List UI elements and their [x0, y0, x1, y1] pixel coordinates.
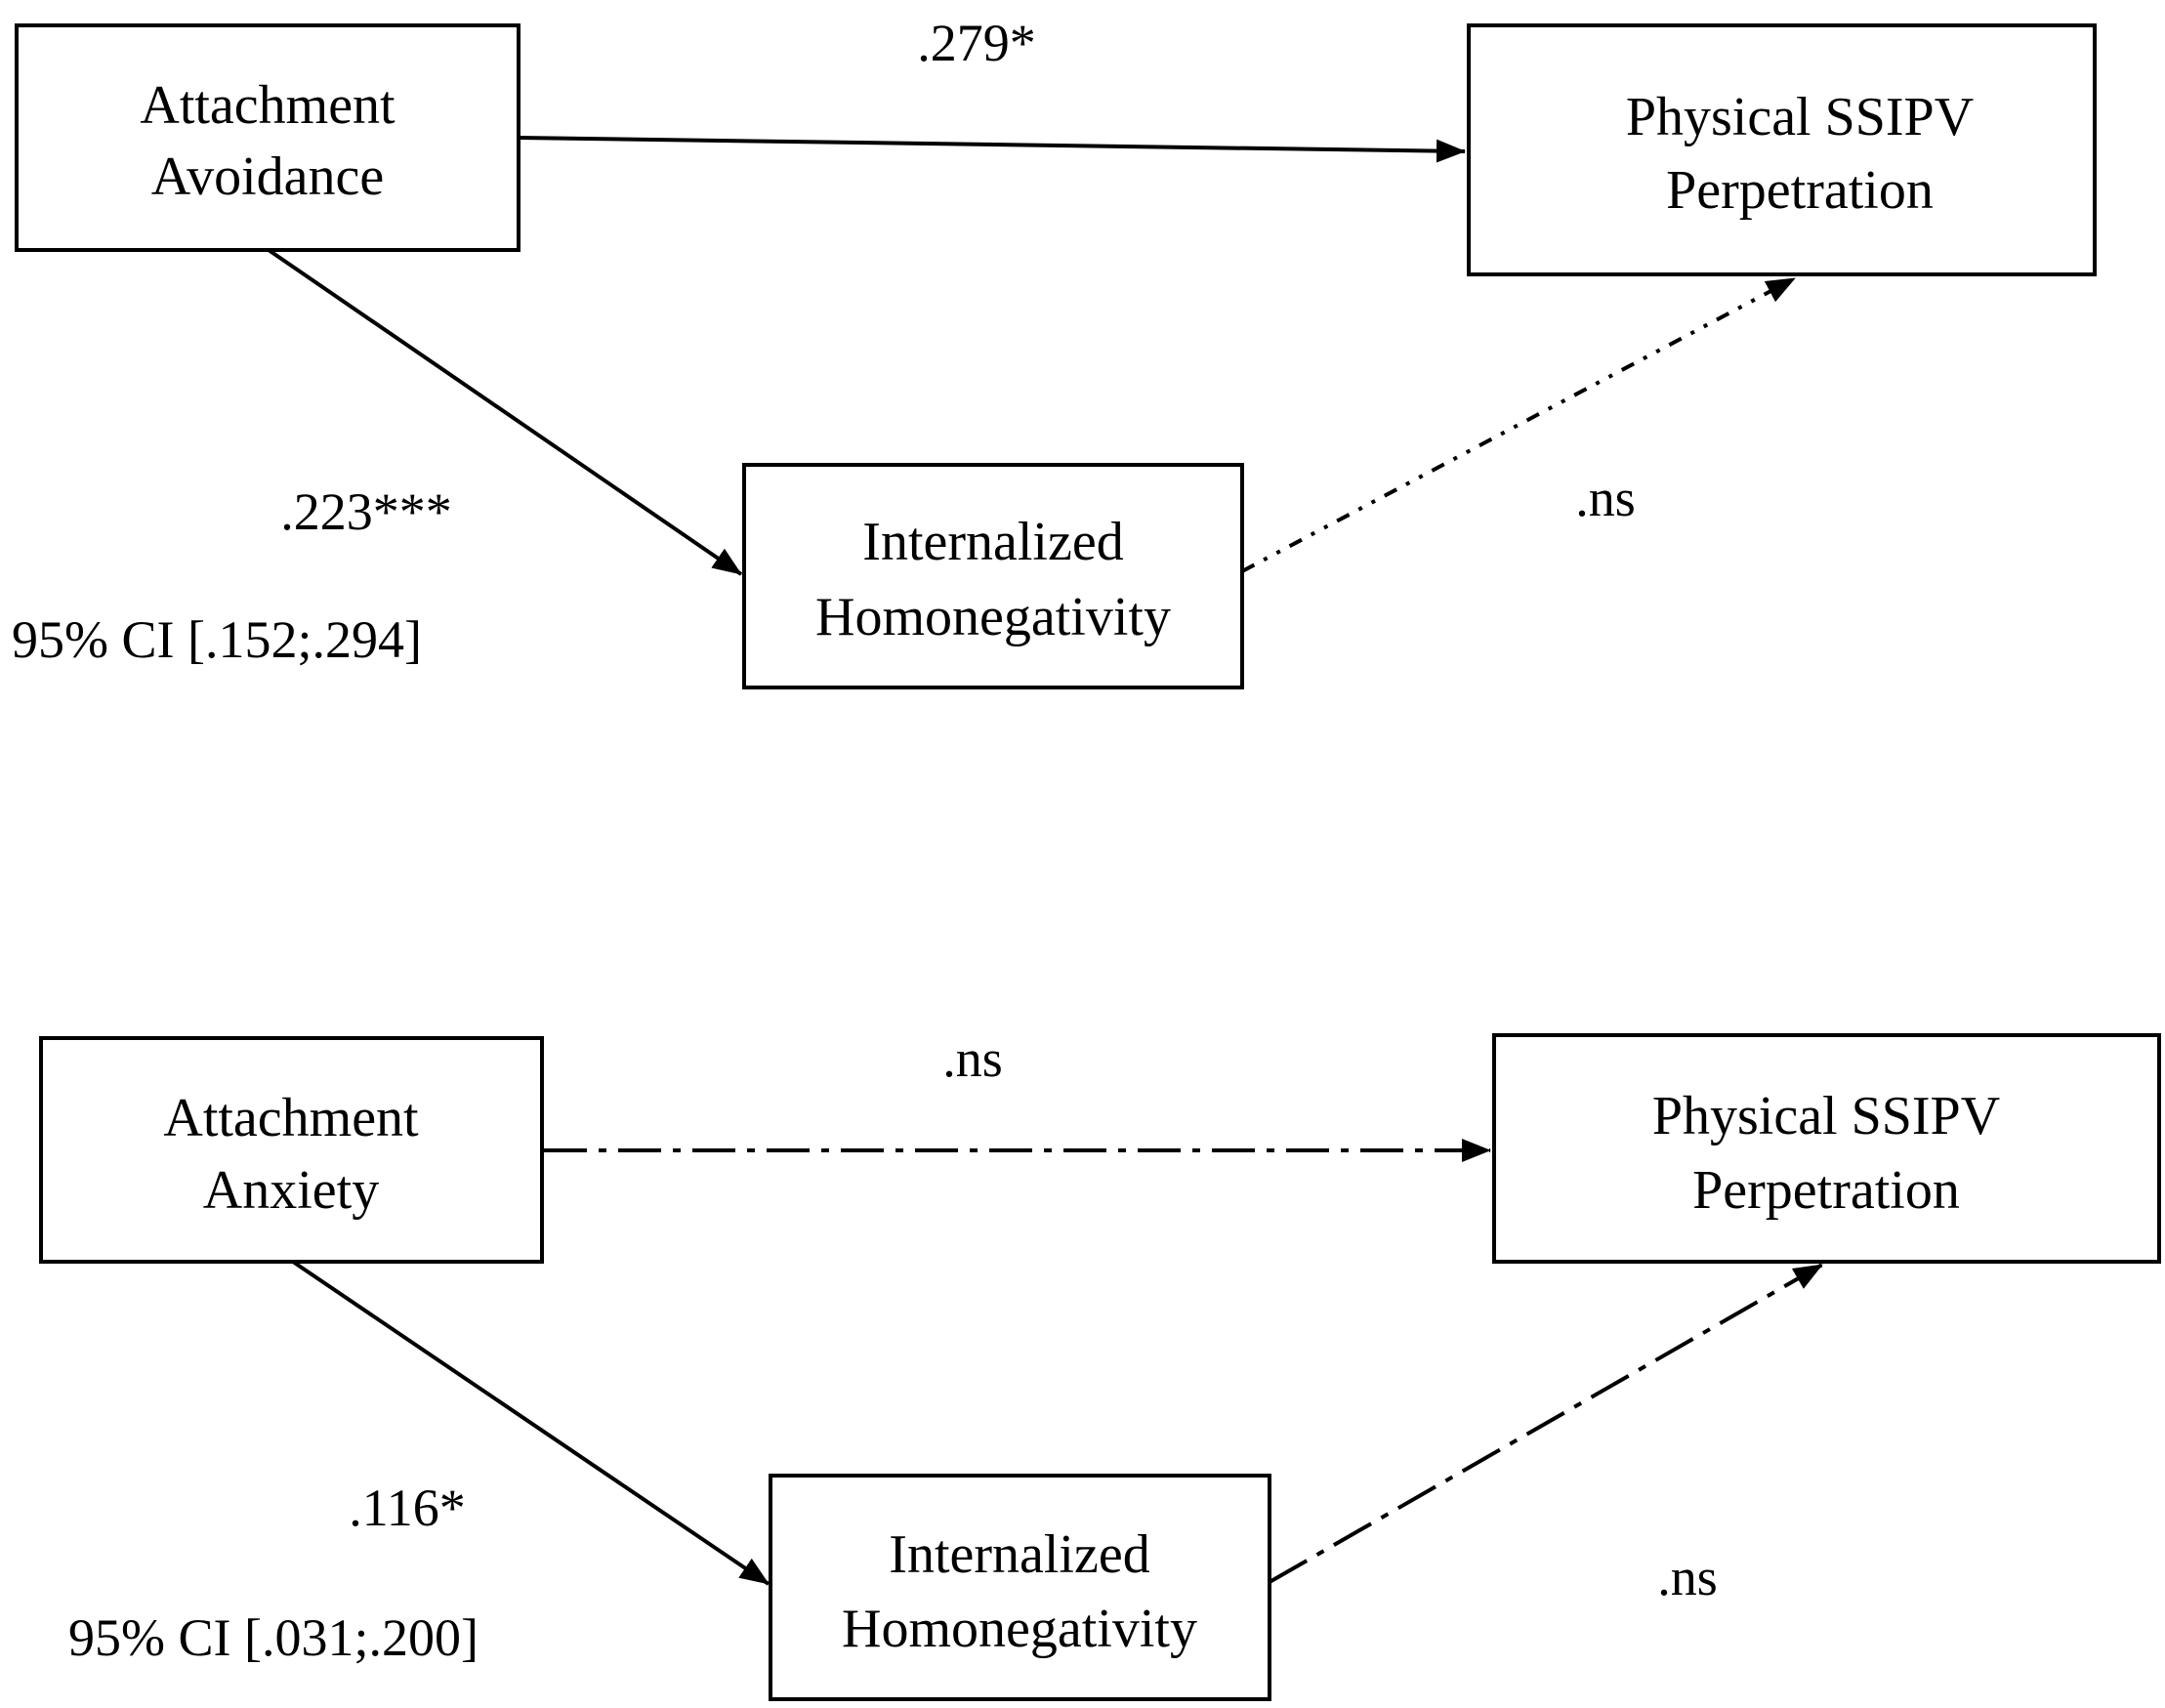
outcome-box-bottom: Physical SSIPV Perpetration: [1492, 1033, 2161, 1264]
b-path-label: .ns: [1575, 469, 1636, 527]
outcome-label-line2: Perpetration: [1666, 160, 1934, 221]
outcome-box-top: Physical SSIPV Perpetration: [1467, 23, 2097, 276]
predictor-label-line1: Attachment: [163, 1088, 419, 1148]
mediator-label-line2: Homonegativity: [842, 1599, 1197, 1659]
outcome-label-line1: Physical SSIPV: [1652, 1086, 2000, 1146]
mediator-label-line1: Internalized: [889, 1524, 1149, 1585]
outcome-label-line2: Perpetration: [1692, 1160, 1960, 1221]
a-path-label: .116*: [349, 1479, 466, 1537]
a-path-label: .223***: [280, 482, 452, 541]
model-bottom: Attachment Anxiety Physical SSIPV Perpet…: [39, 1029, 2161, 1701]
b-path-label: .ns: [1657, 1548, 1718, 1606]
b-path-arrow-top: [1241, 276, 1796, 573]
predictor-label-line2: Anxiety: [203, 1160, 379, 1221]
mediator-box-top: Internalized Homonegativity: [742, 463, 1244, 689]
direct-path-label: .279*: [917, 14, 1036, 72]
outcome-label-line1: Physical SSIPV: [1626, 87, 1974, 147]
predictor-label-line2: Avoidance: [151, 146, 384, 207]
predictor-box-top: Attachment Avoidance: [15, 23, 520, 252]
model-top: Attachment Avoidance Physical SSIPV Perp…: [12, 14, 2097, 689]
direct-path-label: .ns: [942, 1029, 1003, 1088]
direct-path-arrow-top: [518, 136, 1466, 163]
a-path-arrow-bottom: [291, 1260, 770, 1586]
predictor-box-bottom: Attachment Anxiety: [39, 1036, 544, 1264]
b-path-arrow-bottom: [1269, 1263, 1823, 1584]
a-path-ci: 95% CI [.031;.200]: [68, 1608, 479, 1667]
a-path-arrow-top: [267, 248, 743, 576]
a-path-ci: 95% CI [.152;.294]: [12, 610, 422, 669]
predictor-label-line1: Attachment: [140, 75, 396, 136]
mediator-box-bottom: Internalized Homonegativity: [769, 1474, 1271, 1701]
mediator-label-line2: Homonegativity: [815, 587, 1171, 647]
mediator-label-line1: Internalized: [862, 512, 1123, 572]
